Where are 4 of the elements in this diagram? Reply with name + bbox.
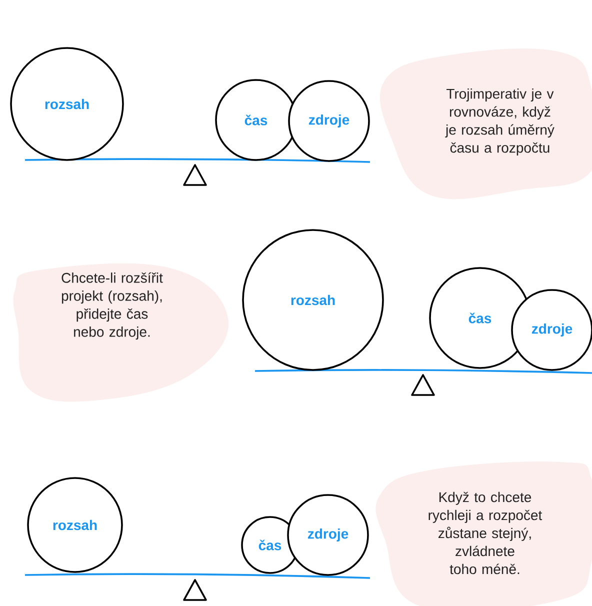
speech-blob: Trojimperativ je v rovnováze, když je rozsah úměrný času a rozpočtu (380, 48, 592, 200)
speech-blob: Když to chcete rychleji a rozpočet zůstane stejný, zvládnete toho méně. (376, 461, 592, 606)
speech-blob: Chcete-li rozšířit projekt (rozsah), přidejte čas nebo zdroje. (13, 263, 229, 402)
node-label: zdroje (532, 323, 572, 337)
